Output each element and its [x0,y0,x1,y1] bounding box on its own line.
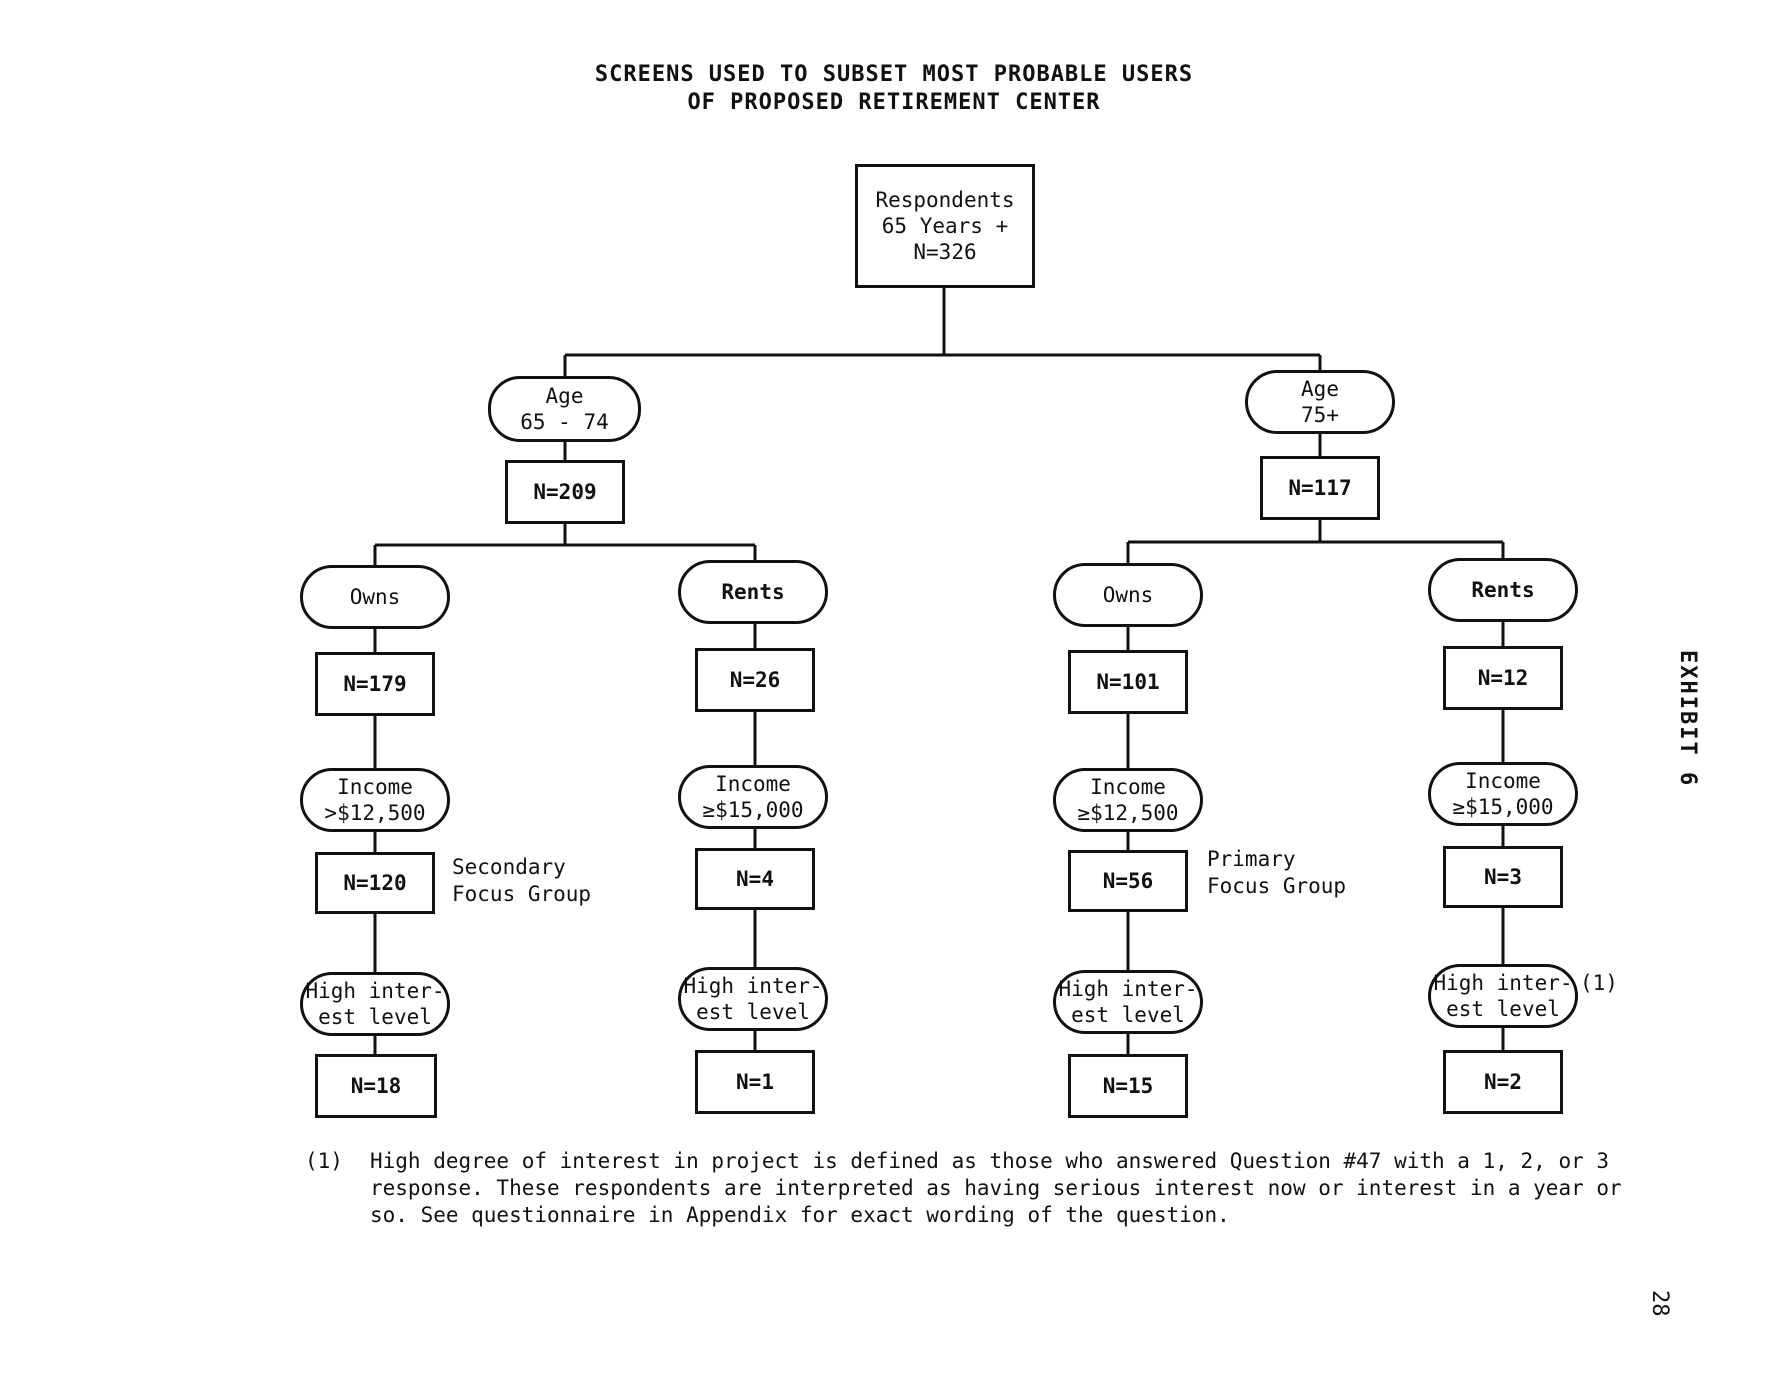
old-owns-income-line1: Income [1090,775,1166,799]
secondary-focus-group-label: Secondary Focus Group [452,854,591,908]
young-owns-income-line2: >$12,500 [324,801,426,825]
old-owns-interest-node: High inter- est level [1053,970,1203,1034]
young-rents-income-line1: Income [715,772,791,796]
age-young-n-box: N=209 [505,460,625,524]
diagram-title-line2: OF PROPOSED RETIREMENT CENTER [687,90,1101,115]
age-old-n-box: N=117 [1260,456,1380,520]
root-respondents-box: Respondents 65 Years + N=326 [855,164,1035,288]
diagram-title-line1: SCREENS USED TO SUBSET MOST PROBABLE USE… [594,62,1194,87]
young-owns-interest-node: High inter- est level [300,972,450,1036]
root-line2: 65 Years + [881,214,1009,238]
young-owns-interest-line2: est level [318,1005,432,1029]
interest-footnote-marker: (1) [1580,971,1618,995]
footnote-text: High degree of interest in project is de… [370,1149,1622,1227]
young-rents-interest-node: High inter- est level [678,967,828,1031]
age-75-plus-node: Age 75+ [1245,370,1395,434]
old-rents-income-n-box: N=3 [1443,846,1563,908]
young-owns-interest-n-box: N=18 [315,1054,437,1118]
young-rents-interest-line1: High inter- [683,974,823,998]
secondary-group-line1: Secondary [452,855,566,879]
old-owns-node: Owns [1053,563,1203,627]
old-owns-income-line2: ≥$12,500 [1077,801,1179,825]
primary-focus-group-label: Primary Focus Group [1207,846,1346,900]
young-owns-income-node: Income >$12,500 [300,768,450,832]
old-owns-interest-line2: est level [1071,1003,1185,1027]
young-owns-node: Owns [300,565,450,629]
old-owns-income-node: Income ≥$12,500 [1053,768,1203,832]
primary-group-line1: Primary [1207,847,1296,871]
exhibit-label: EXHIBIT 6 [1675,650,1700,788]
age-old-label-line2: 75+ [1301,403,1339,427]
old-owns-interest-line1: High inter- [1058,977,1198,1001]
young-rents-node: Rents [678,560,828,624]
primary-group-line2: Focus Group [1207,874,1347,898]
young-owns-income-n-box: N=120 [315,852,435,914]
age-young-label-line2: 65 - 74 [520,410,609,434]
old-rents-n-box: N=12 [1443,646,1563,710]
old-rents-income-line2: ≥$15,000 [1452,795,1554,819]
root-line1: Respondents [875,188,1015,212]
old-rents-income-line1: Income [1465,769,1541,793]
young-rents-income-line2: ≥$15,000 [702,798,804,822]
old-rents-income-node: Income ≥$15,000 [1428,762,1578,826]
old-owns-interest-n-box: N=15 [1068,1054,1188,1118]
secondary-group-line2: Focus Group [452,882,592,906]
old-rents-node: Rents [1428,558,1578,622]
age-65-74-node: Age 65 - 74 [488,376,641,442]
young-rents-interest-line2: est level [696,1000,810,1024]
young-owns-interest-line1: High inter- [305,979,445,1003]
old-rents-interest-line2: est level [1446,997,1560,1021]
old-owns-n-box: N=101 [1068,650,1188,714]
root-line3: N=326 [913,240,977,264]
young-owns-n-box: N=179 [315,652,435,716]
young-rents-n-box: N=26 [695,648,815,712]
age-young-label-line1: Age [545,384,584,408]
young-rents-interest-n-box: N=1 [695,1050,815,1114]
old-rents-interest-line1: High inter- [1433,971,1573,995]
old-rents-interest-node: High inter- est level [1428,964,1578,1028]
page-number: 28 [1647,1290,1672,1317]
footnote-mark: (1) [305,1149,343,1173]
old-rents-interest-n-box: N=2 [1443,1050,1563,1114]
old-owns-income-n-box: N=56 [1068,850,1188,912]
age-old-label-line1: Age [1301,377,1339,401]
young-owns-income-line1: Income [337,775,413,799]
young-rents-income-node: Income ≥$15,000 [678,765,828,829]
young-rents-income-n-box: N=4 [695,848,815,910]
